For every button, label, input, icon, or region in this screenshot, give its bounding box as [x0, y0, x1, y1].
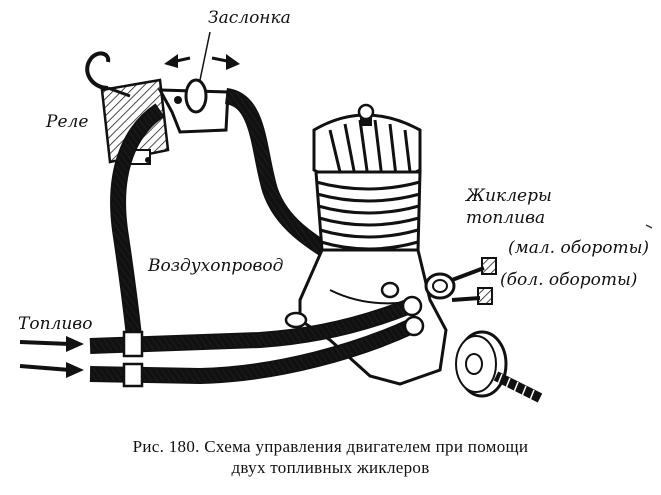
zaslonka-leader	[199, 31, 211, 81]
jet-high-rpm	[477, 287, 493, 305]
fuel-jets	[424, 257, 497, 305]
caption-line-1: Рис. 180. Схема управления двигателем пр…	[132, 437, 529, 456]
tee-joint-lower	[122, 362, 144, 388]
caption-line-2: двух топливных жиклеров	[231, 458, 430, 477]
throttle-bracket	[157, 31, 230, 134]
jet-nipple-upper	[401, 295, 423, 317]
flywheel	[455, 330, 543, 403]
engine-head	[312, 103, 422, 187]
label-vozdukhoprovod: Воздухопровод	[148, 256, 284, 276]
tee-joint-upper	[122, 330, 144, 358]
label-zhiklery-line2: топлива	[466, 208, 546, 228]
fuel-inlet-arrows	[19, 336, 84, 378]
label-zaslonka: Заслонка	[208, 8, 291, 28]
figure-caption: Рис. 180. Схема управления двигателем пр…	[0, 436, 661, 478]
engine-cylinder	[314, 170, 422, 252]
label-mal-oboroty: (мал. обороты)	[508, 238, 650, 258]
edge-mark	[645, 224, 653, 229]
hook	[85, 51, 111, 90]
throttle-arrows	[164, 54, 240, 70]
label-zhiklery-line1: Жиклеры	[466, 186, 552, 206]
label-bol-oboroty: (бол. обороты)	[500, 270, 638, 290]
jet-nipple-lower	[403, 315, 425, 337]
air-duct-nipple	[380, 281, 400, 299]
label-rele: Реле	[46, 112, 89, 132]
diagram-drawing	[19, 31, 653, 403]
label-toplivo: Топливо	[18, 314, 93, 334]
engine-control-diagram: Заслонка Реле Воздухопровод Топливо Жикл…	[18, 8, 653, 403]
jet-low-rpm	[481, 257, 497, 275]
mount-bolt	[284, 311, 308, 329]
throttle-valve	[184, 78, 208, 114]
